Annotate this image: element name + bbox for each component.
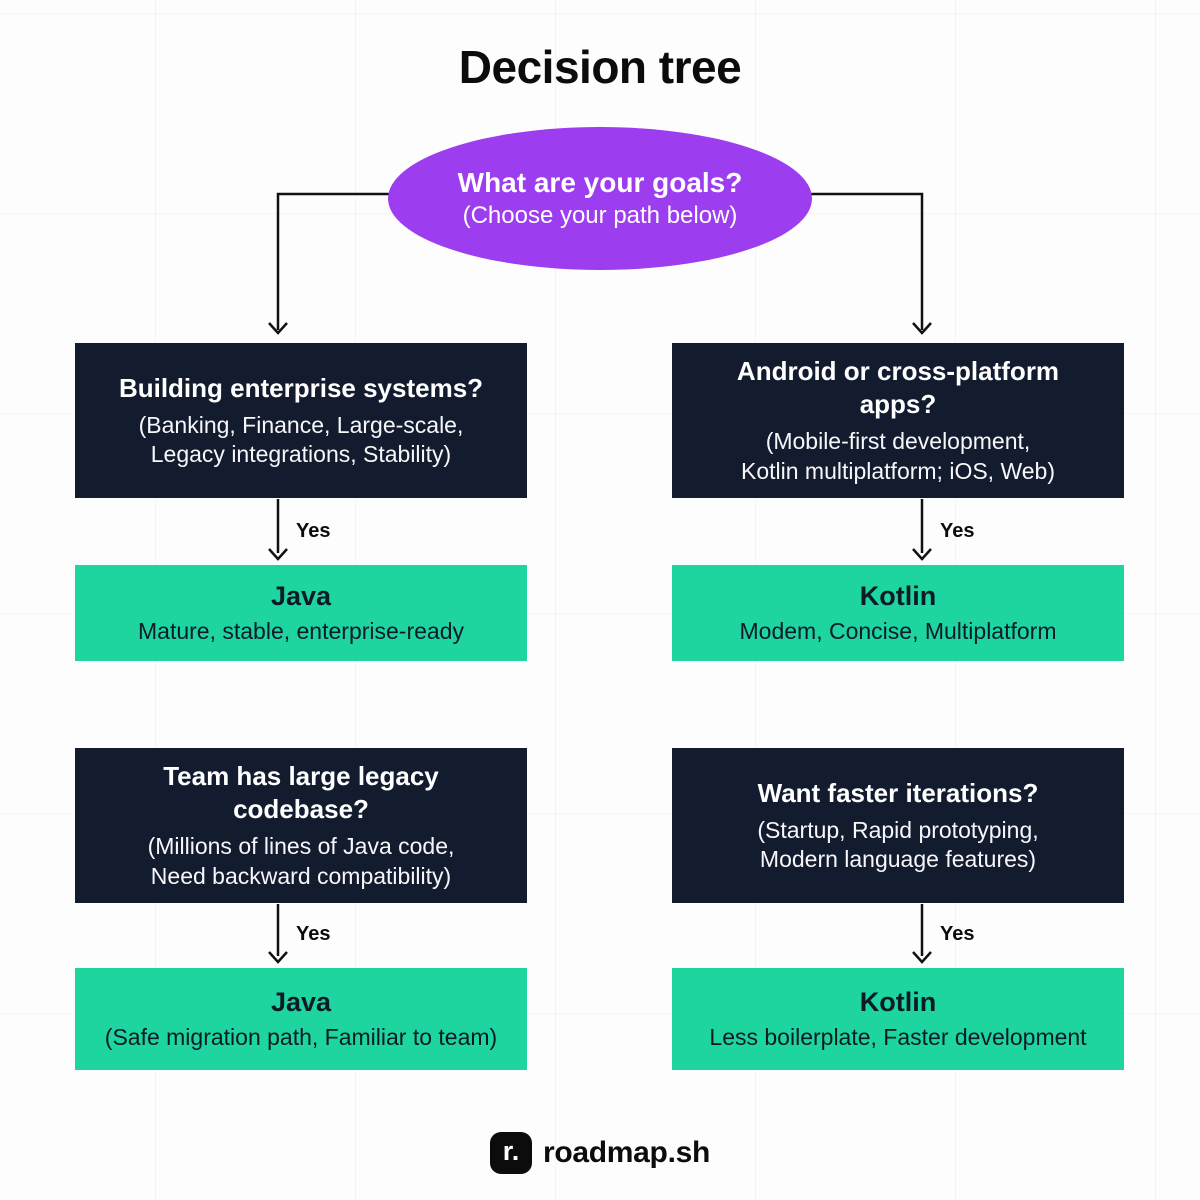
arrowhead-left-question bbox=[268, 322, 288, 335]
question-subtitle-line: Kotlin multiplatform; iOS, Web) bbox=[740, 457, 1055, 484]
answer-title: Kotlin bbox=[859, 987, 937, 1018]
answer-subtitle-line: Mature, stable, enterprise-ready bbox=[138, 617, 464, 644]
question-subtitle: (Mobile-first development, Kotlin multip… bbox=[741, 427, 1055, 485]
brand-name: roadmap.sh bbox=[542, 1136, 711, 1169]
answer-subtitle: Mature, stable, enterprise-ready bbox=[138, 617, 464, 646]
answer-box-kotlin-boilerplate: Kotlin Less boilerplate, Faster developm… bbox=[672, 968, 1124, 1070]
arrowhead-left-a1 bbox=[268, 548, 288, 561]
question-subtitle-line: (Millions of lines of Java code, bbox=[147, 833, 455, 860]
question-box-enterprise-systems: Building enterprise systems? (Banking, F… bbox=[75, 343, 527, 498]
question-box-android-crossplatform: Android or cross-platform apps? (Mobile-… bbox=[672, 343, 1124, 498]
question-box-legacy-codebase: Team has large legacy codebase? (Million… bbox=[75, 748, 527, 903]
question-subtitle-line: (Banking, Finance, Large-scale, bbox=[138, 412, 464, 439]
question-title-line: Want faster iterations? bbox=[757, 777, 1039, 808]
arrowhead-right-a2 bbox=[912, 951, 932, 964]
arrowhead-right-question bbox=[912, 322, 932, 335]
root-node: What are your goals? (Choose your path b… bbox=[388, 127, 812, 270]
question-title-line: codebase? bbox=[233, 793, 369, 824]
edge-label-yes: Yes bbox=[940, 520, 975, 542]
arrowhead-left-a2 bbox=[268, 951, 288, 964]
answer-box-java-migration: Java (Safe migration path, Familiar to t… bbox=[75, 968, 527, 1070]
root-hint: (Choose your path below) bbox=[462, 202, 738, 230]
question-title-line: Building enterprise systems? bbox=[118, 372, 484, 403]
question-subtitle: (Millions of lines of Java code, Need ba… bbox=[148, 832, 455, 890]
question-subtitle: (Banking, Finance, Large-scale, Legacy i… bbox=[139, 411, 464, 469]
question-subtitle-line: (Mobile-first development, bbox=[765, 428, 1031, 455]
question-subtitle: (Startup, Rapid prototyping, Modern lang… bbox=[757, 816, 1038, 874]
question-title: Team has large legacy codebase? bbox=[163, 760, 439, 825]
answer-title: Kotlin bbox=[859, 581, 937, 612]
answer-box-java-enterprise: Java Mature, stable, enterprise-ready bbox=[75, 565, 527, 661]
question-subtitle-line: (Startup, Rapid prototyping, bbox=[757, 817, 1039, 844]
root-question: What are your goals? bbox=[457, 166, 743, 198]
question-title: Want faster iterations? bbox=[758, 777, 1039, 810]
answer-box-kotlin-modern: Kotlin Modem, Concise, Multiplatform bbox=[672, 565, 1124, 661]
question-title-line: Team has large legacy bbox=[163, 761, 439, 792]
answer-title: Java bbox=[270, 987, 332, 1018]
question-title: Building enterprise systems? bbox=[119, 372, 483, 405]
answer-subtitle: Modem, Concise, Multiplatform bbox=[740, 617, 1057, 646]
answer-subtitle: Less boilerplate, Faster development bbox=[709, 1023, 1086, 1052]
arrowhead-right-a1 bbox=[912, 548, 932, 561]
footer-brand: r. roadmap.sh bbox=[0, 1132, 1200, 1174]
question-subtitle-line: Modern language features) bbox=[759, 846, 1037, 873]
roadmap-logo-icon: r. bbox=[489, 1132, 532, 1174]
answer-subtitle-line: (Safe migration path, Familiar to team) bbox=[104, 1023, 498, 1050]
question-subtitle-line: Need backward compatibility) bbox=[150, 862, 452, 889]
edge-label-yes: Yes bbox=[296, 923, 331, 945]
question-title: Android or cross-platform apps? bbox=[737, 355, 1059, 420]
answer-subtitle-line: Less boilerplate, Faster development bbox=[709, 1023, 1087, 1050]
answer-subtitle-line: Modem, Concise, Multiplatform bbox=[739, 617, 1057, 644]
edge-label-yes: Yes bbox=[296, 520, 331, 542]
question-subtitle-line: Legacy integrations, Stability) bbox=[150, 441, 452, 468]
edge-label-yes: Yes bbox=[940, 923, 975, 945]
answer-subtitle: (Safe migration path, Familiar to team) bbox=[105, 1023, 497, 1052]
question-title-line: apps? bbox=[859, 388, 937, 419]
question-box-faster-iterations: Want faster iterations? (Startup, Rapid … bbox=[672, 748, 1124, 903]
question-title-line: Android or cross-platform bbox=[736, 356, 1060, 387]
answer-title: Java bbox=[270, 581, 332, 612]
page-title: Decision tree bbox=[458, 41, 742, 93]
